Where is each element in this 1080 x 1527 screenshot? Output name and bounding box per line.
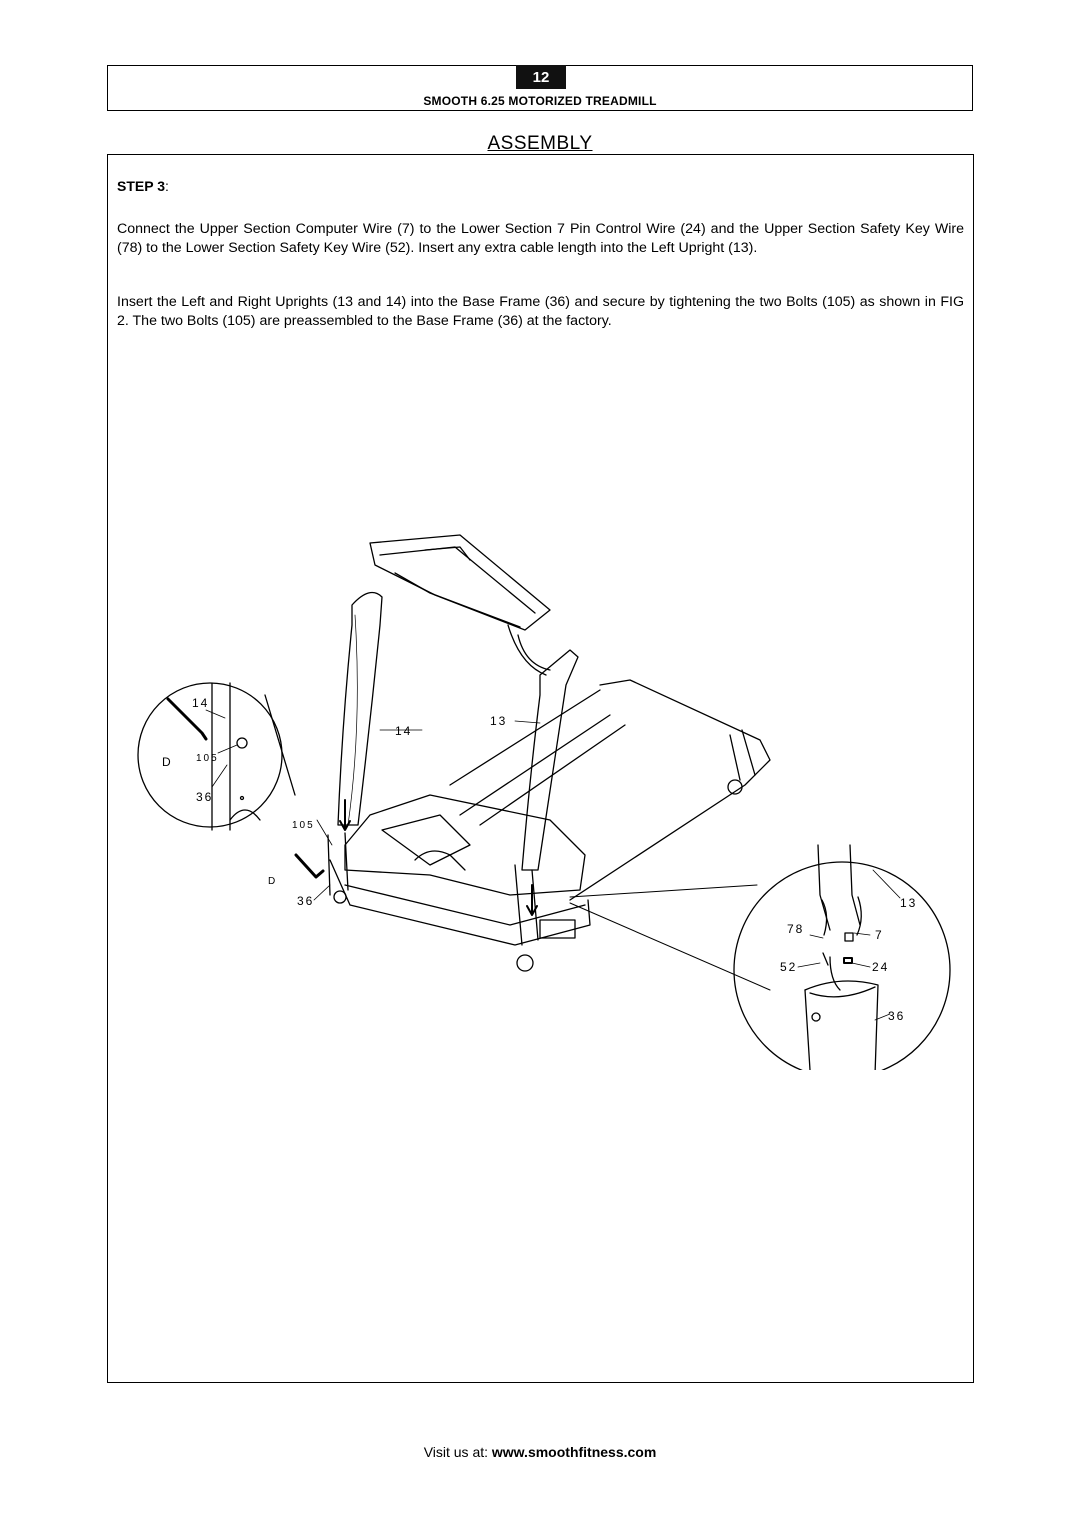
callout-right-inset-52: 52 <box>780 960 797 974</box>
step-label-colon: : <box>165 178 169 194</box>
callout-main-d: D <box>268 876 277 887</box>
callout-main-14: 14 <box>395 724 412 738</box>
callout-right-inset-78: 78 <box>787 922 804 936</box>
footer-prefix: Visit us at: <box>423 1444 492 1460</box>
callout-left-inset-36: 36 <box>196 790 213 804</box>
right-detail-inset <box>733 844 951 1070</box>
footer-url-link[interactable]: www.smoothfitness.com <box>491 1444 657 1460</box>
footer: Visit us at: www.smoothfitness.com <box>0 1444 1080 1460</box>
page-number-badge: 12 <box>516 65 566 89</box>
step-label: STEP 3: <box>117 178 169 194</box>
callout-right-inset-13: 13 <box>900 896 917 910</box>
section-title: ASSEMBLY <box>487 133 593 154</box>
left-detail-inset <box>137 682 296 831</box>
callout-right-inset-7: 7 <box>875 928 884 942</box>
step-paragraph-2: Insert the Left and Right Uprights (13 a… <box>117 294 964 329</box>
callout-left-inset-14: 14 <box>192 696 209 710</box>
callout-main-36: 36 <box>297 894 314 908</box>
callout-main-13: 13 <box>490 714 507 728</box>
assembly-figure: 14 D 105 36 14 13 105 D 36 13 78 7 52 24… <box>137 534 951 1070</box>
document-title: SMOOTH 6.25 MOTORIZED TREADMILL <box>423 94 657 108</box>
callout-right-inset-24: 24 <box>872 960 889 974</box>
callout-right-inset-36: 36 <box>888 1009 905 1023</box>
step-paragraph-1: Connect the Upper Section Computer Wire … <box>117 221 964 256</box>
callout-left-inset-d: D <box>162 755 173 769</box>
content-box <box>107 154 974 1383</box>
step-label-text: STEP 3 <box>117 178 165 194</box>
callout-main-105: 105 <box>292 820 315 831</box>
treadmill-drawing <box>294 534 771 972</box>
callout-left-inset-105: 105 <box>196 753 219 764</box>
